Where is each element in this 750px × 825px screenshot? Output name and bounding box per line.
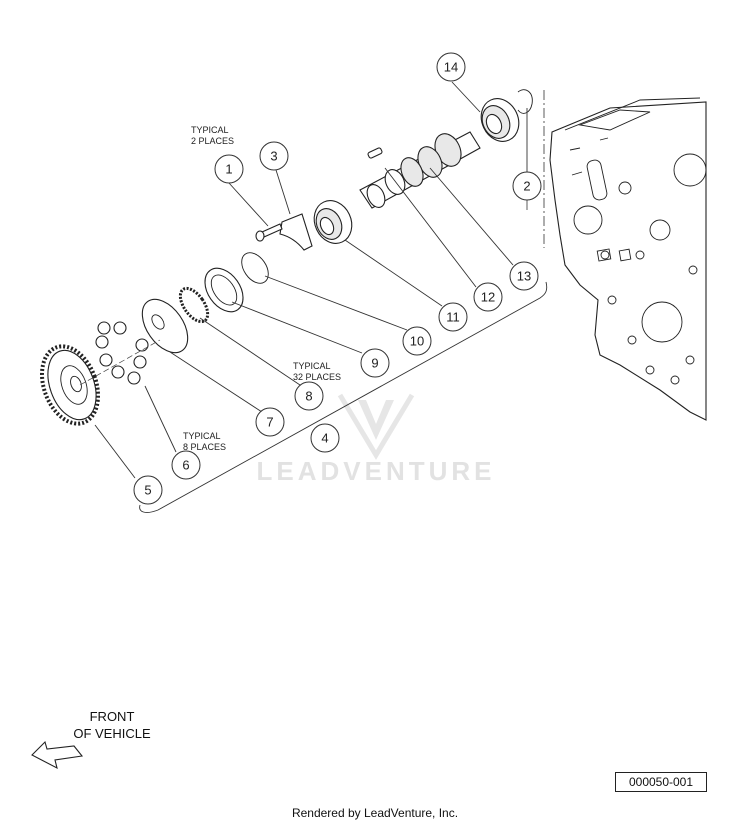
svg-text:7: 7: [266, 415, 273, 430]
callout-10: 10: [402, 326, 432, 356]
svg-text:13: 13: [517, 269, 531, 284]
svg-text:6: 6: [182, 458, 189, 473]
svg-text:12: 12: [481, 290, 495, 305]
leader-lines: [94, 81, 528, 479]
camshaft-part-13: [359, 131, 481, 209]
callout-14: 14: [436, 52, 466, 82]
ring-part-10: [241, 252, 269, 284]
callout-8: 8: [294, 381, 324, 411]
flange-part-7: [141, 298, 189, 354]
exploded-parts-diagram: LEADVENTURE: [31, 52, 707, 770]
callout-13: 13: [509, 261, 539, 291]
svg-text:14: 14: [444, 60, 458, 75]
callout-4: 4: [310, 423, 340, 453]
svg-text:8 PLACES: 8 PLACES: [183, 442, 226, 452]
svg-text:TYPICAL: TYPICAL: [191, 125, 229, 135]
callout-7: 7: [255, 407, 285, 437]
callout-1: 1: [214, 154, 244, 184]
svg-text:2: 2: [523, 179, 530, 194]
svg-text:FRONT: FRONT: [90, 709, 135, 724]
front-arrow-icon: [31, 740, 84, 770]
svg-text:2 PLACES: 2 PLACES: [191, 136, 234, 146]
diagram-id-box: 000050-001: [615, 772, 707, 792]
bearing-part-14: [480, 98, 520, 142]
bolt-part-1: [255, 223, 283, 242]
svg-text:OF VEHICLE: OF VEHICLE: [73, 726, 151, 741]
engine-block: [549, 97, 707, 421]
svg-text:5: 5: [144, 483, 151, 498]
callout-2: 2: [512, 171, 542, 201]
svg-text:10: 10: [410, 334, 424, 349]
watermark-text: LEADVENTURE: [256, 456, 495, 486]
gear-part-5: [39, 344, 101, 426]
svg-text:3: 3: [270, 149, 277, 164]
svg-text:9: 9: [371, 356, 378, 371]
snap-ring-part-2: [517, 89, 533, 114]
callout-12: 12: [473, 282, 503, 312]
ball-ring-part-8: [178, 286, 210, 324]
front-of-vehicle-label: FRONT OF VEHICLE: [73, 709, 151, 741]
bearing-part-11: [313, 200, 353, 244]
callout-6: 6: [171, 450, 201, 480]
callout-9: 9: [360, 348, 390, 378]
retainer-part-3: [279, 213, 313, 251]
svg-text:32 PLACES: 32 PLACES: [293, 372, 341, 382]
svg-text:8: 8: [305, 389, 312, 404]
note-typical-32-places: TYPICAL 32 PLACES: [293, 361, 341, 382]
key-part-12: [367, 147, 383, 159]
balls-part-6: [95, 321, 149, 385]
callout-11: 11: [438, 302, 468, 332]
assembly-bracket: [139, 281, 548, 513]
seal-part-9: [204, 267, 244, 313]
note-typical-2-places: TYPICAL 2 PLACES: [191, 125, 234, 146]
svg-text:TYPICAL: TYPICAL: [183, 431, 221, 441]
callout-5: 5: [133, 475, 163, 505]
svg-text:TYPICAL: TYPICAL: [293, 361, 331, 371]
footer-credit: Rendered by LeadVenture, Inc.: [291, 806, 459, 820]
callout-3: 3: [259, 141, 289, 171]
watermark: LEADVENTURE: [256, 393, 495, 486]
svg-text:1: 1: [225, 162, 232, 177]
svg-text:4: 4: [321, 431, 328, 446]
note-typical-8-places: TYPICAL 8 PLACES: [183, 431, 226, 452]
svg-text:11: 11: [446, 310, 460, 325]
